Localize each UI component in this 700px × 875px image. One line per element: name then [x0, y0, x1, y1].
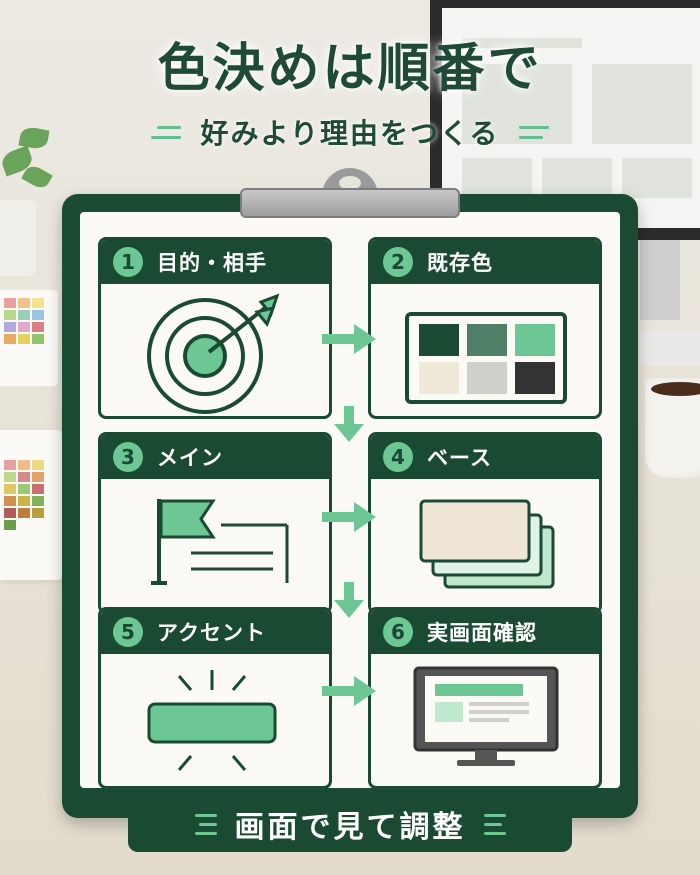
- background-monitor: [430, 0, 700, 240]
- background-monitor-stand: [640, 240, 680, 320]
- arrow-down-icon: [334, 582, 364, 618]
- step-number: 3: [113, 442, 143, 472]
- step-label: 目的・相手: [157, 251, 267, 275]
- step-card-3: 3 メイン: [98, 432, 332, 614]
- subtitle-row: 好みより理由をつくる: [0, 112, 700, 152]
- palette-swatches-icon: [405, 312, 567, 404]
- footer-text: 画面で見て調整: [234, 810, 466, 845]
- arrow-right-icon: [322, 502, 376, 532]
- monitor-icon: [413, 666, 559, 766]
- arrow-down-icon: [334, 406, 364, 442]
- step-card-6: 6 実画面確認: [368, 607, 602, 789]
- decorative-dashes-right: [519, 125, 550, 139]
- background-plant-pot: [0, 200, 36, 276]
- step-label: 既存色: [427, 251, 493, 275]
- step-number: 5: [113, 617, 143, 647]
- target-icon: [147, 293, 280, 414]
- step-header: 1 目的・相手: [101, 240, 329, 284]
- arrow-right-icon: [322, 324, 376, 354]
- background-keyboard: [640, 330, 700, 366]
- step-label: ベース: [427, 446, 492, 470]
- background-color-swatch-sheet: [0, 290, 58, 386]
- step-number: 2: [383, 247, 413, 277]
- footer-banner: 画面で見て調整: [128, 796, 572, 852]
- layered-cards-icon: [419, 499, 555, 589]
- flag-icon: [151, 499, 289, 585]
- subtitle: 好みより理由をつくる: [200, 117, 500, 150]
- step-label: アクセント: [157, 621, 266, 645]
- clipboard-clip: [240, 188, 460, 218]
- page-title: 色決めは順番で: [157, 39, 543, 99]
- decorative-dashes-left: [194, 813, 217, 835]
- decorative-dashes-right: [483, 813, 506, 835]
- step-label: メイン: [157, 446, 223, 470]
- step-label: 実画面確認: [427, 621, 537, 645]
- arrow-right-icon: [322, 676, 376, 706]
- step-header: 4 ベース: [371, 435, 599, 479]
- step-number: 4: [383, 442, 413, 472]
- decorative-dashes-left: [150, 125, 181, 139]
- step-header: 5 アクセント: [101, 610, 329, 654]
- step-card-5: 5 アクセント: [98, 607, 332, 789]
- step-number: 1: [113, 247, 143, 277]
- step-number: 6: [383, 617, 413, 647]
- step-header: 2 既存色: [371, 240, 599, 284]
- highlight-button-icon: [147, 670, 277, 771]
- step-card-2: 2 既存色: [368, 237, 602, 419]
- step-header: 6 実画面確認: [371, 610, 599, 654]
- step-card-4: 4 ベース: [368, 432, 602, 614]
- background-color-book: [0, 430, 62, 580]
- background-coffee-cup: [645, 378, 700, 478]
- step-header: 3 メイン: [101, 435, 329, 479]
- step-card-1: 1 目的・相手: [98, 237, 332, 419]
